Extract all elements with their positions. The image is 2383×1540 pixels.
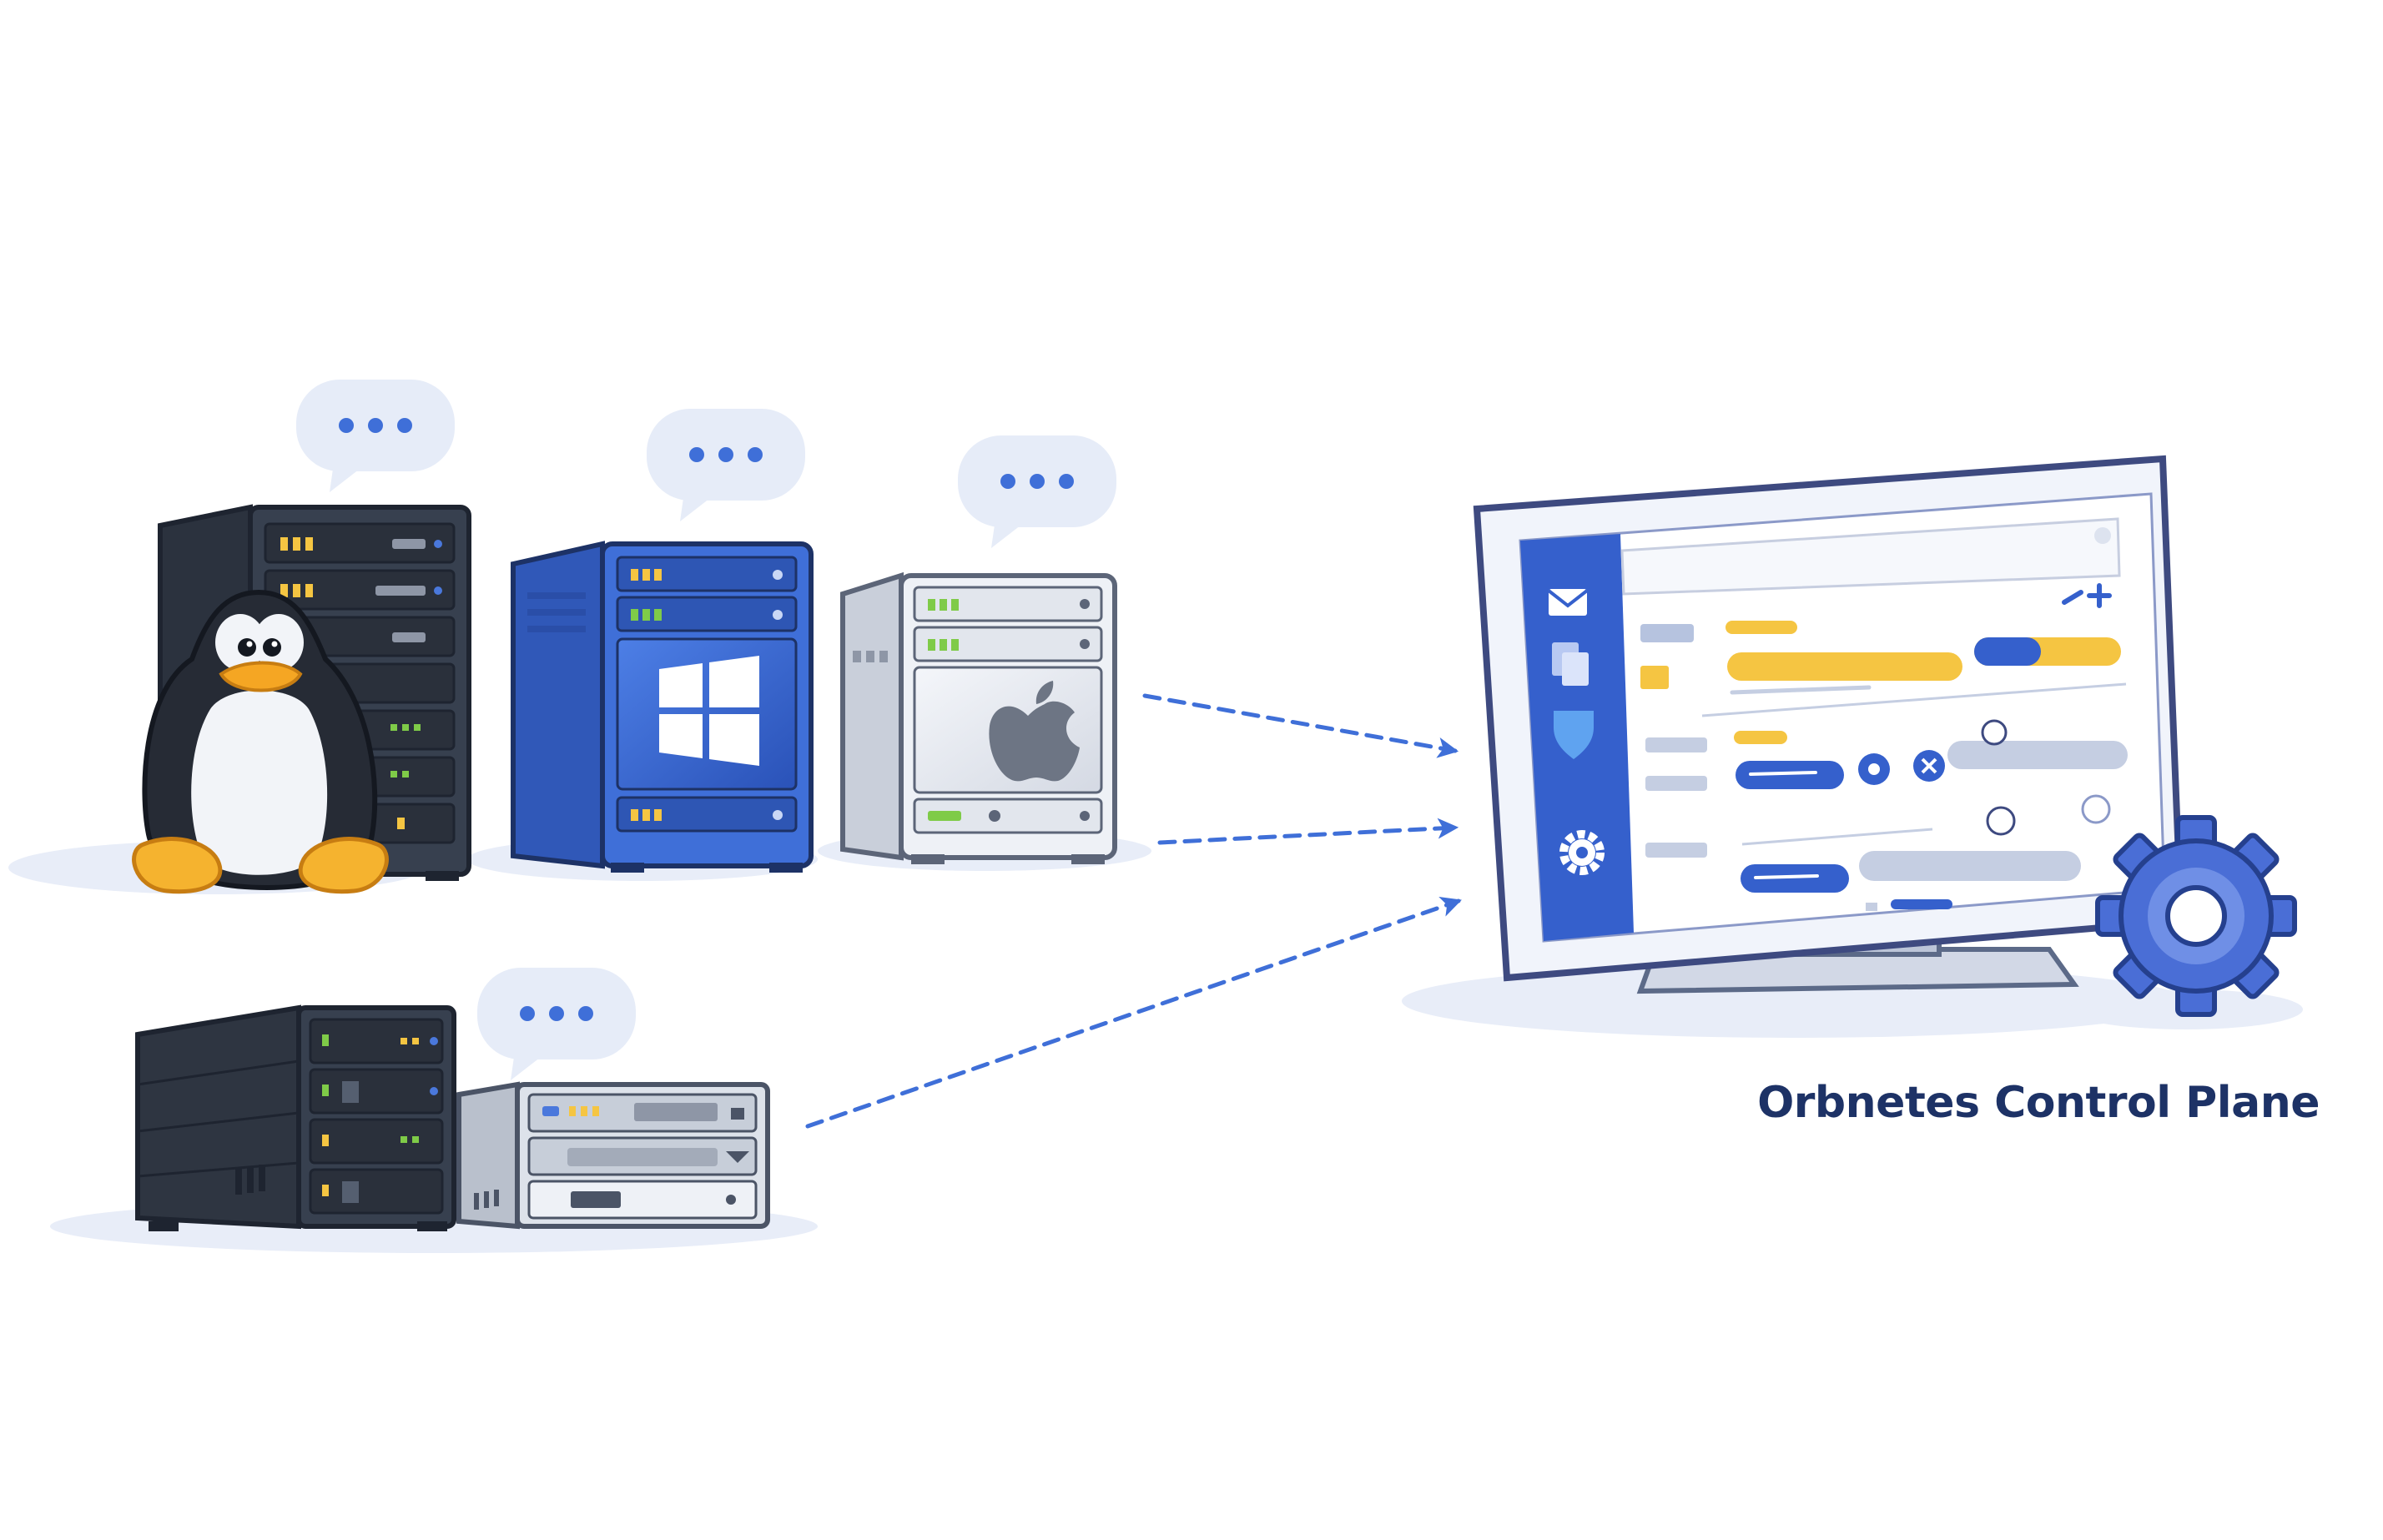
mac-server — [840, 571, 1117, 864]
windows-server-tower — [511, 541, 814, 873]
bottom-server-stack — [135, 1004, 456, 1231]
gear-icon — [1559, 830, 1605, 875]
control-plane-caption: Orbnetes Control Plane — [1757, 1078, 2320, 1128]
apple-logo-icon — [989, 681, 1080, 782]
gear-icon — [2095, 815, 2297, 1017]
heart-shield-icon — [1554, 711, 1594, 759]
bottom-grey-server — [456, 1081, 770, 1230]
dashboard-widgets — [1640, 583, 2128, 911]
connection-arrows — [805, 693, 1462, 1129]
arrow-from-bottom — [805, 897, 1462, 1129]
speech-bubble-icon — [477, 968, 636, 1080]
arrow-from-mac — [1142, 693, 1459, 758]
windows-logo-icon — [659, 656, 759, 766]
speech-bubble-icon — [296, 380, 455, 492]
documents-icon — [1552, 642, 1589, 686]
arrow-from-windows — [1157, 818, 1459, 845]
linux-penguin-icon — [132, 589, 389, 894]
speech-bubble-icon — [958, 435, 1116, 548]
control-plane-monitor — [1473, 455, 2185, 994]
mail-icon — [1547, 589, 1589, 616]
speech-bubble-icon — [647, 409, 805, 521]
